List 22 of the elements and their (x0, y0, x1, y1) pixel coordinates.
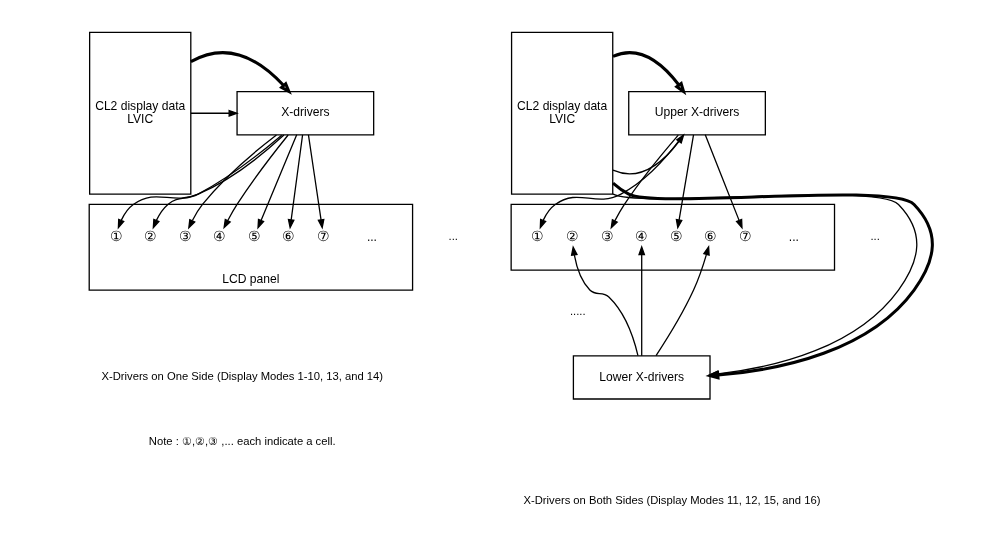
label: ... (448, 230, 458, 243)
label: ... (869, 230, 880, 243)
node-text: ④ (212, 227, 226, 244)
label: ... (366, 229, 377, 244)
node-text: ⑥ (281, 227, 295, 244)
node-text: ① (530, 227, 544, 244)
node-text: ⑤ (669, 227, 683, 244)
label: Note : ①,②,③ ,... each indicate a cell. (148, 435, 336, 448)
node-text: ⑦ (316, 227, 330, 244)
node-text: ⑤ (247, 227, 261, 244)
node-text: ② (565, 227, 579, 244)
node-text: ② (143, 227, 157, 244)
node-text: ⑦ (738, 227, 752, 244)
node-text: ③ (178, 227, 192, 244)
node-text: ⑥ (703, 227, 717, 244)
label: X-Drivers on Both Sides (Display Modes 11, 12, 15, and 16) (522, 493, 820, 506)
node-text: ④ (634, 227, 648, 244)
label: ... (788, 229, 799, 244)
label: ..... (569, 305, 586, 318)
label: X-Drivers on One Side (Display Modes 1-10, 13, and 14) (100, 370, 383, 383)
node-text: ③ (600, 227, 614, 244)
node-text: ① (109, 227, 123, 244)
